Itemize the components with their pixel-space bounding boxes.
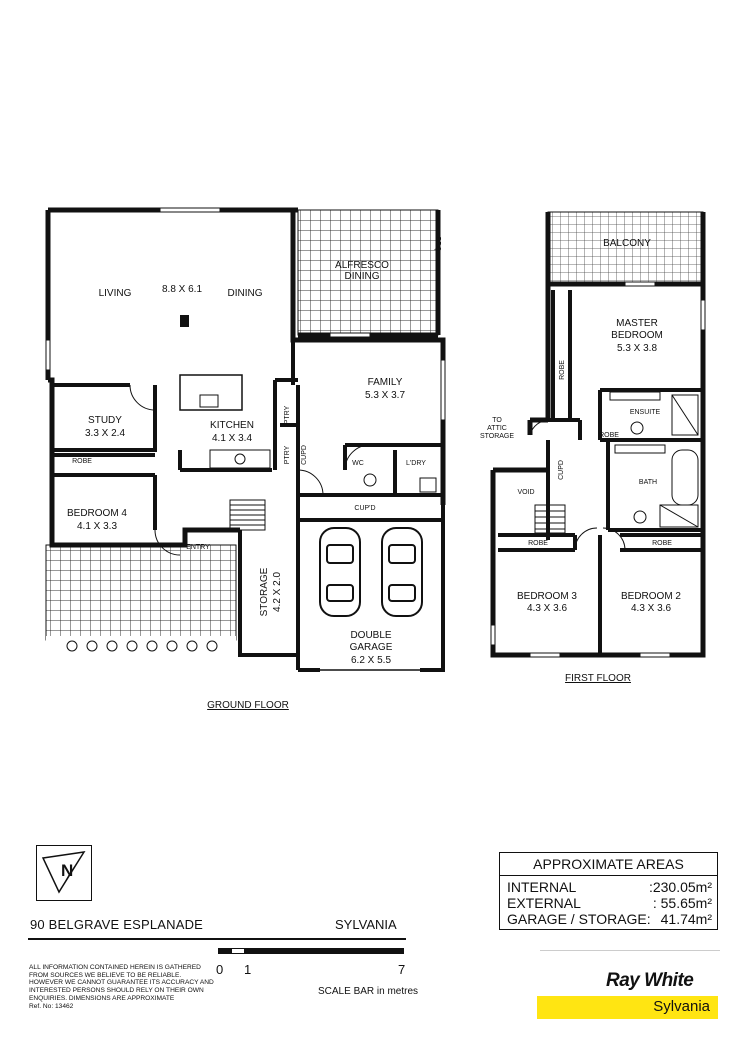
area-value: :230.05m²: [648, 879, 712, 895]
room-dims-master: 5.3 X 3.8: [617, 343, 657, 354]
brand-bar: Sylvania: [537, 996, 718, 1019]
kitchen-island: [179, 374, 243, 411]
room-label-wc: WC: [352, 460, 364, 467]
area-name: GARAGE / STORAGE:: [507, 911, 651, 927]
room-label-bedroom-3: BEDROOM 3: [517, 591, 577, 602]
room-label-attic: TO: [492, 417, 502, 424]
room-label-robe-bed2: ROBE: [652, 540, 672, 547]
room-label-attic-3: STORAGE: [480, 433, 514, 440]
room-label-robe-master: ROBE: [559, 360, 566, 380]
room-dims-storage: 4.2 X 2.0: [272, 572, 283, 612]
balcony-paving: [547, 211, 704, 285]
room-label-master: MASTER: [616, 318, 658, 329]
alfresco-paving: [297, 209, 439, 336]
disclaimer-text: ALL INFORMATION CONTAINED HEREIN IS GATH…: [29, 964, 214, 1002]
room-label-robe: ROBE: [72, 458, 92, 465]
room-label-cupboard: CUPD: [301, 445, 308, 465]
room-label-bath: BATH: [639, 479, 657, 486]
scale-label: 1: [244, 962, 252, 977]
area-value: 41.74m²: [660, 911, 712, 927]
area-value: : 55.65m²: [652, 895, 712, 911]
area-name: INTERNAL: [507, 879, 577, 895]
car-icon: [381, 527, 423, 617]
scale-label: 7: [398, 962, 406, 977]
ground-floor: LIVING 8.8 X 6.1 DINING ALFRESCO DINING …: [45, 207, 446, 711]
room-dims-study: 3.3 X 2.4: [85, 428, 125, 439]
room-label-attic-2: ATTIC: [487, 425, 507, 432]
room-label-storage: STORAGE: [259, 567, 270, 616]
property-suburb: SYLVANIA: [335, 917, 397, 932]
room-dims-garage: 6.2 X 5.5: [351, 655, 391, 666]
brand-logo: Ray White: [606, 970, 694, 991]
area-name: EXTERNAL: [507, 895, 581, 911]
room-label-garage-2: GARAGE: [350, 642, 393, 653]
room-label-entry: ENTRY: [186, 544, 210, 551]
room-label-living: LIVING: [99, 288, 132, 299]
room-label-study: STUDY: [88, 415, 122, 426]
room-dims-kitchen: 4.1 X 3.4: [212, 433, 252, 444]
room-dims-family: 5.3 X 3.7: [365, 390, 405, 401]
property-address: 90 BELGRAVE ESPLANADE: [30, 917, 204, 932]
brand-suburb: Sylvania: [653, 998, 710, 1015]
room-label-balcony: BALCONY: [603, 238, 651, 249]
room-dims-living: 8.8 X 6.1: [162, 284, 202, 295]
room-label-bedroom-4: BEDROOM 4: [67, 508, 127, 519]
room-label-pantry: PTRY: [284, 445, 291, 464]
room-label-pantry: PTRY: [284, 405, 291, 424]
room-dims-bedroom-3: 4.3 X 3.6: [527, 603, 567, 614]
north-arrow-icon: N: [36, 845, 92, 901]
area-row: INTERNAL :230.05m²: [507, 879, 712, 896]
reference-number: Ref. No: 13462: [29, 1002, 74, 1010]
room-label-robe-small: ROBE: [599, 432, 619, 439]
area-row: EXTERNAL : 55.65m²: [507, 895, 712, 912]
divider: [28, 938, 406, 940]
room-label-bedroom-2: BEDROOM 2: [621, 591, 681, 602]
area-row: GARAGE / STORAGE: 41.74m²: [507, 911, 712, 928]
room-label-laundry: L'DRY: [406, 460, 426, 467]
room-label-cupboard-ff: CUPD: [558, 460, 565, 480]
divider: [540, 950, 720, 951]
svg-text:N: N: [61, 861, 73, 880]
first-floor: BALCONY MASTER BEDROOM 5.3 X 3.8 ROBE EN…: [480, 211, 706, 684]
room-label-void: VOID: [517, 489, 534, 496]
room-label-dining: DINING: [228, 288, 263, 299]
room-label-bbq: BBQ: [434, 237, 441, 252]
room-label-alfresco: ALFRESCO: [335, 260, 389, 271]
scale-label: 0: [216, 962, 224, 977]
room-dims-bedroom-2: 4.3 X 3.6: [631, 603, 671, 614]
disclaimer: ALL INFORMATION CONTAINED HEREIN IS GATH…: [29, 964, 214, 1010]
room-label-alfresco-dining: DINING: [345, 271, 380, 282]
room-label-ensuite: ENSUITE: [630, 409, 661, 416]
room-label-kitchen: KITCHEN: [210, 420, 254, 431]
front-paving: [45, 544, 237, 641]
scale-caption: SCALE BAR in metres: [318, 986, 419, 997]
floor-plan: LIVING 8.8 X 6.1 DINING ALFRESCO DINING …: [45, 207, 706, 711]
ground-floor-title: GROUND FLOOR: [207, 700, 289, 711]
room-label-master-bedroom: BEDROOM: [611, 330, 663, 341]
car-icon: [319, 527, 361, 617]
room-label-robe-bed3: ROBE: [528, 540, 548, 547]
first-floor-title: FIRST FLOOR: [565, 673, 631, 684]
approximate-areas-table: APPROXIMATE AREAS INTERNAL :230.05m² EXT…: [499, 852, 718, 930]
room-label-garage: DOUBLE: [350, 630, 391, 641]
scale-bar: [218, 948, 404, 954]
room-label-family: FAMILY: [368, 377, 403, 388]
room-dims-bedroom-4: 4.1 X 3.3: [77, 521, 117, 532]
room-label-cupboard-garage: CUP'D: [354, 505, 375, 512]
areas-title: APPROXIMATE AREAS: [500, 853, 717, 876]
